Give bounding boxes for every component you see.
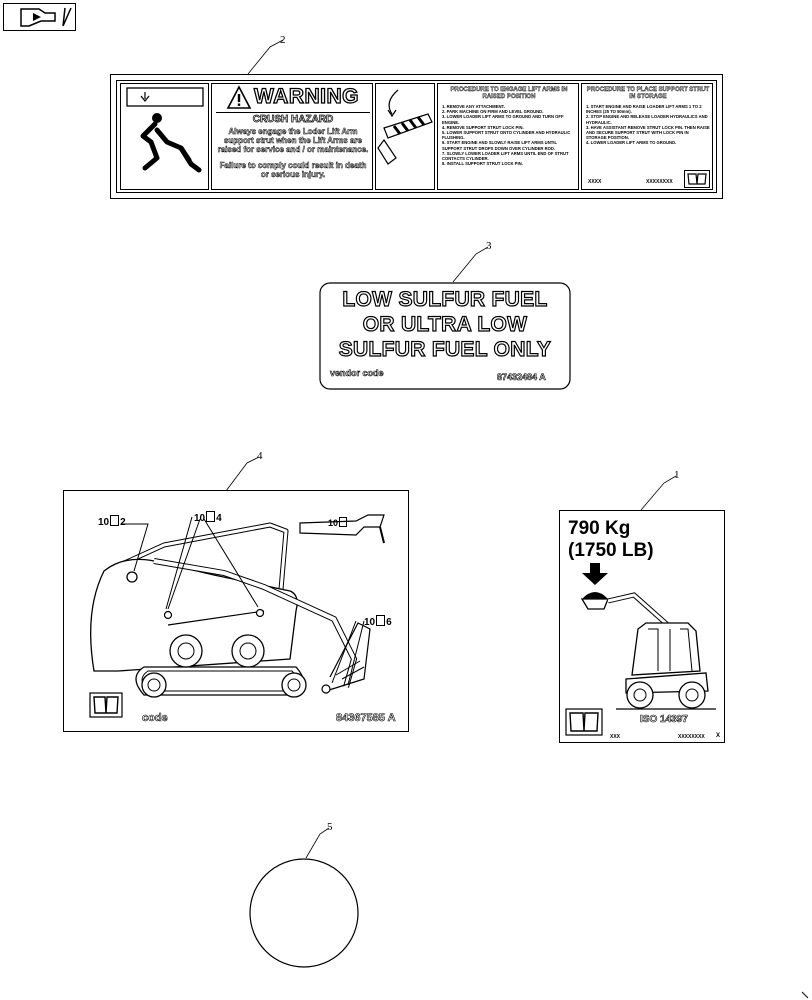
procedure-storage-step: 4. LOWER LOADER LIFT ARMS TO GROUND. <box>586 140 677 146</box>
page-corner-mark <box>801 991 809 999</box>
procedure-raise-step: 7. SLOWLY LOWER LOADER LIFT ARMS UNTIL E… <box>442 150 569 162</box>
next-page-icon[interactable] <box>3 3 76 31</box>
load-code-x: X <box>716 733 721 739</box>
lube-interval-label-d: 10 6 <box>364 615 392 628</box>
procedure-raise-step: 6. START ENGINE AND SLOWLY RAISE LIFT AR… <box>442 140 557 151</box>
procedure-raise-step: 2. PARK MACHINE ON FIRM AND LEVEL GROUND… <box>442 109 544 115</box>
hour-glass-icon <box>110 515 120 526</box>
fuel-decal: LOW SULFUR FUEL OR ULTRA LOW SULFUR FUEL… <box>319 282 571 390</box>
procedure-storage-panel: PROCEDURE TO PLACE SUPPORT STRUT IN STOR… <box>581 83 713 190</box>
decal2-code-right: XXXXXXXX <box>646 179 673 185</box>
lube-decal: 10 2 10 4 10 10 6 code 84367585 A <box>63 490 409 732</box>
support-strut-icon <box>377 89 433 165</box>
lube-interval-label-b: 10 4 <box>194 511 222 524</box>
procedure-raise-step: 3. LOWER LOADER LIFT ARMS TO GROUND AND … <box>442 114 564 125</box>
hazard-body-2: Failure to comply could result in death … <box>219 161 367 180</box>
load-code-right: XXXXXXXX <box>678 734 705 740</box>
warning-text-panel: WARNING CRUSH HAZARD Always engage the L… <box>211 83 373 190</box>
lube-part-number: 84367585 A <box>336 712 396 725</box>
procedure-raise-step: 5. LOWER SUPPORT STRUT ONTO CYLINDER AND… <box>442 130 571 141</box>
decal2-code-left: XXXX <box>588 179 602 185</box>
procedure-storage-step: 2. STOP ENGINE AND RELEASE LOADER HYDRAU… <box>586 114 708 125</box>
hazard-body-1: Always engage the Loder Lift Arm support… <box>217 127 369 155</box>
crush-person-icon <box>126 87 204 173</box>
procedure-storage-steps: 1. START ENGINE AND RAISE LOADER LIFT AR… <box>586 104 710 146</box>
procedure-raise-step: 8. INSTALL SUPPORT STRUT LOCK PIN. <box>442 161 523 167</box>
iso-standard: ISO 14397 <box>640 714 688 726</box>
operator-manual-icon <box>684 170 710 188</box>
procedure-storage-step: 1. START ENGINE AND RAISE LOADER LIFT AR… <box>586 104 702 115</box>
procedure-storage-step: 3. HAVE ASSISTANT REMOVE STRUT LOCK PIN.… <box>586 124 710 141</box>
procedure-raise-step: 1. REMOVE ANY ATTACHMENT. <box>442 104 505 109</box>
lube-interval-count: 6 <box>386 617 392 628</box>
warning-triangle-icon <box>226 85 252 111</box>
fuel-line-3: SULFUR FUEL ONLY <box>338 337 552 361</box>
fuel-line-2: OR ULTRA LOW <box>362 312 528 336</box>
hour-glass-icon <box>376 615 386 626</box>
lube-interval-value: 10 <box>328 518 339 528</box>
callout-number-5: 5 <box>327 821 333 833</box>
callout-number-2: 2 <box>280 34 286 46</box>
lube-interval-label-a: 10 2 <box>98 515 126 528</box>
strut-pictogram-panel <box>375 83 435 190</box>
hour-glass-icon <box>339 517 348 527</box>
lube-vendor-code: code <box>142 712 168 725</box>
procedure-storage-title: PROCEDURE TO PLACE SUPPORT STRUT IN STOR… <box>586 87 710 100</box>
hour-glass-icon <box>206 511 216 522</box>
load-capacity-decal: 790 Kg (1750 LB) ISO 14397 XXX XXXXXXXX … <box>559 510 725 743</box>
lube-interval-count: 2 <box>120 517 126 528</box>
lube-interval-value: 10 <box>194 513 206 524</box>
warning-divider <box>216 112 370 113</box>
callout-number-4: 4 <box>257 450 263 462</box>
hazard-title: CRUSH HAZARD <box>252 114 334 126</box>
fuel-line-1: LOW SULFUR FUEL <box>342 287 548 311</box>
load-code-left: XXX <box>610 734 621 740</box>
skid-steer-side-view <box>89 514 385 718</box>
procedure-raise-step: 4. REMOVE SUPPORT STRUT LOCK PIN. <box>442 124 524 130</box>
callout-number-3: 3 <box>486 240 492 252</box>
fuel-vendor-code: vendor code <box>330 368 384 379</box>
loader-capacity-icon <box>565 563 716 736</box>
procedure-raise-title: PROCEDURE TO ENGAGE LIFT ARMS IN RAISED … <box>450 87 568 100</box>
load-capacity-lb: (1750 LB) <box>568 540 654 561</box>
lube-interval-value: 10 <box>98 517 110 528</box>
callout-number-1: 1 <box>674 469 680 481</box>
warning-decal: WARNING CRUSH HAZARD Always engage the L… <box>110 74 723 199</box>
warning-title: WARNING <box>253 84 359 108</box>
crush-pictogram-panel <box>120 83 209 190</box>
lube-interval-count: 4 <box>216 513 222 524</box>
grease-gun-label: 10 <box>328 517 348 528</box>
load-capacity-kg: 790 Kg <box>568 518 631 539</box>
procedure-raise-panel: PROCEDURE TO ENGAGE LIFT ARMS IN RAISED … <box>437 83 579 190</box>
fuel-part-number: 87432484 A <box>497 372 546 383</box>
lube-interval-value: 10 <box>364 617 376 628</box>
round-decal <box>248 857 360 969</box>
warning-decal-inner-border <box>116 80 717 193</box>
procedure-raise-steps: 1. REMOVE ANY ATTACHMENT. 2. PARK MACHIN… <box>442 104 578 166</box>
